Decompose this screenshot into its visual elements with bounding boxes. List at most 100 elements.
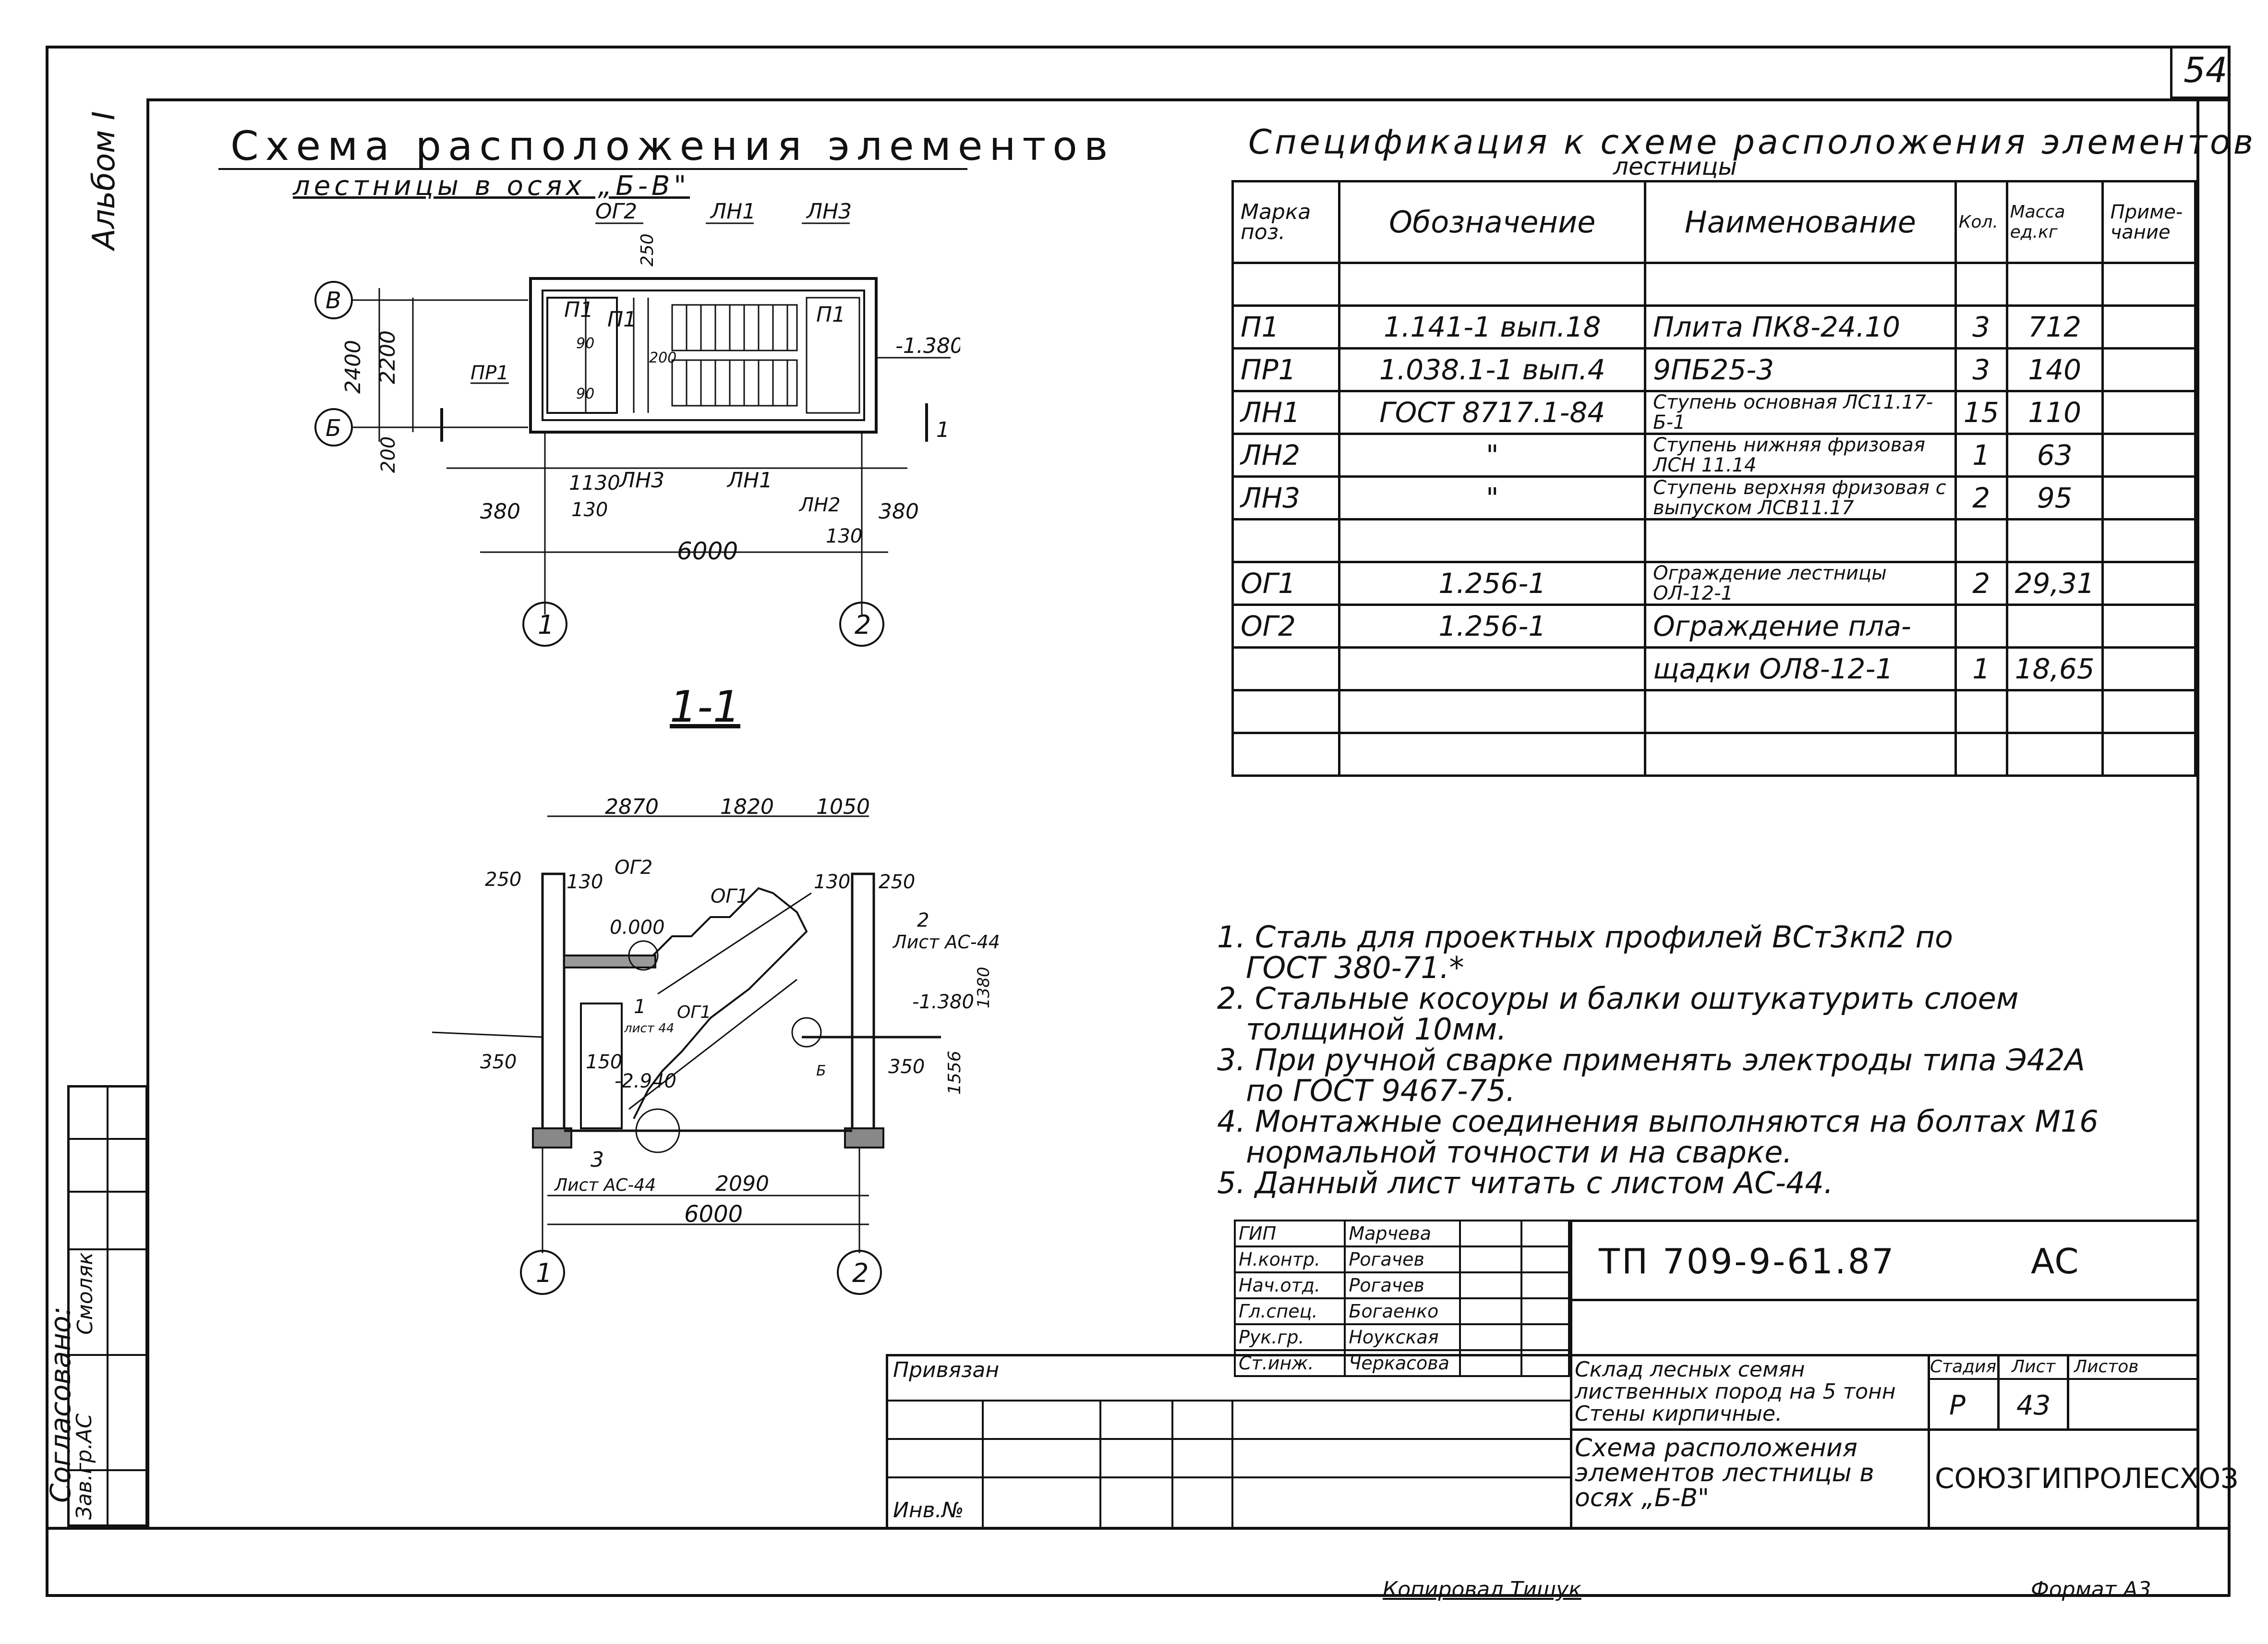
spec-cell-designation: 1.256-1 (1338, 604, 1647, 649)
spec-table: Марка поз. Обозначение Наименование Кол.… (1231, 180, 2197, 777)
spec-cell-qty: 1 (1954, 646, 2008, 691)
spec-h-name: Наименование (1644, 180, 1957, 264)
spec-cell-designation: 1.141-1 вып.18 (1338, 304, 1647, 350)
spec-h-note: Приме- чание (2101, 180, 2197, 264)
sec-axis-2: 2 (852, 1258, 869, 1288)
stamp-line-3 (1570, 1428, 2199, 1431)
stamp-name: Рогачев (1344, 1271, 1461, 1299)
stamp-sign-cell (1459, 1245, 1523, 1273)
plan-lh2: ЛН2 (798, 494, 841, 516)
spec-cell-mass (2005, 518, 2104, 563)
sec-dim-1820: 1820 (720, 795, 774, 819)
stair-plan: В Б 2400 2200 200 ОГ2 ЛН1 ЛН3 250 П1 П1 … (314, 202, 960, 647)
spec-cell-qty: 2 (1954, 475, 2008, 520)
bound-col-3 (1171, 1400, 1173, 1529)
stamp-person-row: Н.контр.Рогачев (1233, 1245, 1570, 1273)
sec-note-2: 2 (917, 909, 929, 931)
stamp-role: Рук.гр. (1233, 1323, 1346, 1351)
spec-row (1231, 518, 2197, 563)
plan-dim-380-l: 380 (480, 499, 520, 524)
project-name: Склад лесных семян лиственных пород на 5… (1575, 1357, 1896, 1426)
spec-cell-mark: ЛН3 (1231, 475, 1341, 520)
stamp-sign-cell (1459, 1349, 1523, 1377)
bound-label: Привязан (893, 1358, 1000, 1382)
sec-dim-2870: 2870 (605, 795, 659, 819)
spec-title: Спецификация к схеме расположения элемен… (1248, 122, 2256, 162)
sec-elev-1380: -1.380 (912, 991, 974, 1013)
note-line: 3. При ручной сварке применять электроды… (1217, 1042, 2085, 1077)
scheme-title: Схема расположения элементов (230, 122, 1115, 169)
note-line: 2. Стальные косоуры и балки оштукатурить… (1217, 981, 2019, 1016)
stamp-role: ГИП (1233, 1220, 1346, 1247)
spec-cell-mass (2005, 689, 2104, 734)
note-line: по ГОСТ 9467-75. (1246, 1073, 1516, 1108)
sheet-title: Схема расположения элементов лестницы в … (1575, 1434, 1874, 1512)
plan-lh1-top: ЛН1 (710, 202, 756, 224)
note-line: 4. Монтажные соединения выполняются на б… (1217, 1104, 2099, 1139)
spec-row (1231, 689, 2197, 734)
plan-lh1-bot: ЛН1 (726, 468, 772, 493)
bound-row-1 (886, 1400, 1570, 1402)
note-line: нормальной точности и на сварке. (1246, 1135, 1793, 1170)
sheet-number: 54 (2184, 50, 2228, 90)
org-name: СОЮЗГИПРОЛЕСХОЗ (1935, 1462, 2239, 1495)
sheet-number-box (2170, 48, 2228, 99)
stamp-frame (1570, 1220, 2199, 1529)
stamp-sign-cell (1459, 1220, 1523, 1247)
frame-inner-right (2196, 98, 2199, 1529)
plan-p1-mid: П1 (607, 307, 637, 332)
plan-axis-1: 1 (538, 610, 554, 640)
spec-cell-note (2101, 561, 2197, 606)
sheet-value: 43 (2016, 1390, 2051, 1421)
spec-cell-mark (1231, 732, 1341, 777)
stamp-role: Гл.спец. (1233, 1297, 1346, 1325)
spec-cell-mark: П1 (1231, 304, 1341, 350)
agreed-sign: Смоляк (73, 1252, 97, 1335)
spec-cell-designation: " (1338, 475, 1647, 520)
spec-cell-note (2101, 518, 2197, 563)
stamp-sign-cell (1459, 1297, 1523, 1325)
stamp-sign-cell (1520, 1297, 1570, 1325)
spec-cell-qty: 3 (1954, 304, 2008, 350)
plan-dim-200: 200 (377, 436, 399, 473)
spec-cell-mark: ОГ1 (1231, 561, 1341, 606)
plan-dim-130-r: 130 (826, 525, 862, 547)
spec-cell-name: Ступень основная ЛС11.17-Б-1 (1644, 390, 1957, 435)
doc-mark: АС (2031, 1241, 2079, 1281)
plan-axis-v: В (326, 287, 341, 314)
spec-cell-qty: 2 (1954, 561, 2008, 606)
sec-dim-350-r: 350 (888, 1056, 925, 1078)
spec-cell-designation (1338, 518, 1647, 563)
scheme-title-underline (218, 168, 967, 170)
stamp-sign-cell (1459, 1323, 1523, 1351)
plan-dim-90a: 90 (576, 335, 594, 352)
plan-section-mark: 1 (936, 418, 950, 442)
bound-col-1 (982, 1400, 984, 1529)
sec-dim-1556: 1556 (945, 1051, 965, 1095)
spec-cell-qty: 1 (1954, 433, 2008, 478)
plan-pr1: ПР1 (470, 362, 509, 384)
agreement-row-2 (67, 1191, 148, 1193)
spec-cell-designation: " (1338, 433, 1647, 478)
sec-call-1: 1 (634, 996, 646, 1018)
stamp-person-row: Гл.спец.Богаенко (1233, 1297, 1570, 1325)
spec-cell-qty (1954, 604, 2008, 649)
stamp-sign-cell (1520, 1349, 1570, 1377)
note-line: 5. Данный лист читать с листом АС-44. (1217, 1165, 1834, 1200)
section-title: 1-1 (670, 682, 740, 732)
plan-dim-250: 250 (638, 233, 657, 266)
stair-section: 2870 1820 1050 250 130 ОГ2 ОГ1 130 250 0… (432, 795, 999, 1295)
album-label: Альбом I (86, 111, 122, 250)
spec-cell-name: Ограждение пла- (1644, 604, 1957, 649)
stamp-sign-cell (1520, 1323, 1570, 1351)
spec-header-row: Марка поз. Обозначение Наименование Кол.… (1231, 180, 2197, 264)
spec-cell-designation: 1.038.1-1 вып.4 (1338, 347, 1647, 392)
spec-cell-name: Ограждение лестницы ОЛ-12-1 (1644, 561, 1957, 606)
spec-cell-mass (2005, 604, 2104, 649)
spec-cell-name (1644, 732, 1957, 777)
spec-h-mass: Масса ед.кг (2005, 180, 2104, 264)
plan-axis-2: 2 (855, 610, 871, 640)
